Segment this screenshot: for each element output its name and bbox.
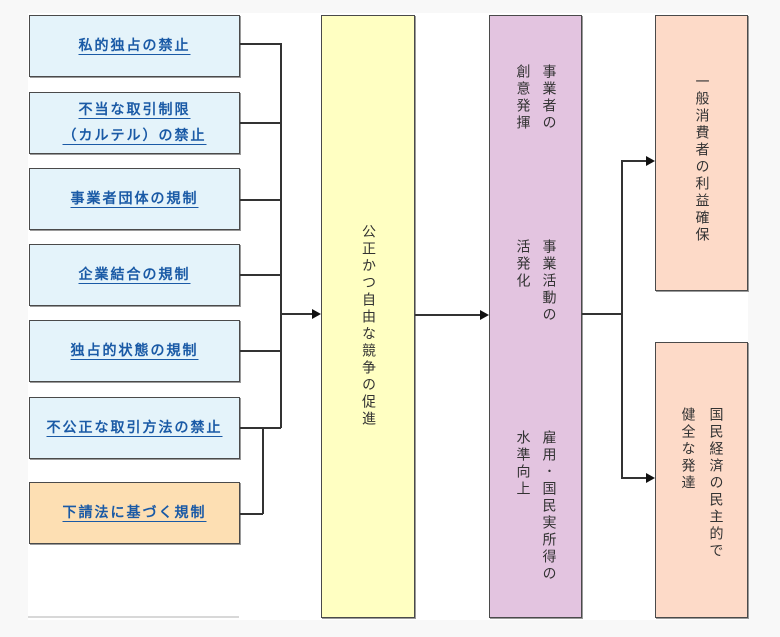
connector-box1 — [240, 43, 281, 45]
left-box-unfair-trade-practices[interactable]: 不公正な取引方法の禁止 — [29, 397, 240, 459]
link-business-combinations[interactable]: 企業結合の規制 — [78, 267, 191, 283]
link-cartel-line-1: 不当な取引制限 — [78, 102, 191, 118]
effect-line: 活発化 — [514, 239, 531, 290]
effect-group-employment: 雇用･国民実所得の 水準向上 — [490, 430, 581, 583]
connector-branch-bottom — [621, 477, 647, 479]
left-column-bottom-rule — [28, 616, 239, 618]
link-private-monopoly[interactable]: 私的独占の禁止 — [78, 38, 191, 54]
link-cartel[interactable]: 不当な取引制限 （カルテル）の禁止 — [63, 97, 207, 149]
left-box-trade-associations[interactable]: 事業者団体の規制 — [29, 168, 240, 230]
arrow-to-effects-icon — [480, 310, 489, 320]
center-box-label: 公正かつ自由な競争の促進 — [360, 224, 376, 428]
connector-bus-left — [280, 43, 282, 428]
arrow-to-economy-icon — [646, 473, 655, 483]
left-box-private-monopoly[interactable]: 私的独占の禁止 — [29, 15, 240, 77]
left-box-monopolistic-situations[interactable]: 独占的状態の規制 — [29, 320, 240, 382]
effect-line: 事業活動の — [540, 239, 557, 324]
effects-box: 事業者の 創意発揮 事業活動の 活発化 雇用･国民実所得の 水準向上 — [489, 15, 582, 618]
left-box-subcontract-act[interactable]: 下請法に基づく規制 — [29, 482, 240, 544]
effect-group-activity: 事業活動の 活発化 — [490, 239, 581, 324]
arrow-to-consumer-icon — [646, 156, 655, 166]
effect-line: 水準向上 — [514, 430, 531, 498]
connector-box5 — [240, 350, 281, 352]
link-trade-associations[interactable]: 事業者団体の規制 — [70, 191, 199, 207]
center-box-fair-competition: 公正かつ自由な競争の促進 — [321, 15, 415, 618]
connector-box2 — [240, 122, 281, 124]
outcome-line: 健全な発達 — [679, 407, 696, 492]
connector-box4 — [240, 274, 281, 276]
connector-subcontract-horizontal — [240, 513, 263, 515]
outcome-line: 一般消費者の利益確保 — [693, 74, 710, 244]
connector-box3 — [240, 199, 281, 201]
connector-center-to-effects — [415, 314, 481, 316]
connector-box6 — [240, 427, 281, 429]
outcome-box-consumer-interest: 一般消費者の利益確保 — [655, 15, 748, 291]
link-cartel-line-2: （カルテル）の禁止 — [62, 128, 207, 144]
arrow-to-center-icon — [312, 309, 321, 319]
effect-group-creativity: 事業者の 創意発揮 — [490, 64, 581, 132]
link-monopolistic-situations[interactable]: 独占的状態の規制 — [70, 343, 199, 359]
link-subcontract-act[interactable]: 下請法に基づく規制 — [62, 505, 207, 521]
connector-subcontract-vertical — [262, 427, 264, 514]
connector-effects-to-branch — [582, 313, 622, 315]
connector-branch-vertical — [621, 160, 623, 478]
effect-line: 事業者の — [540, 64, 557, 132]
left-box-cartel[interactable]: 不当な取引制限 （カルテル）の禁止 — [29, 92, 240, 154]
left-box-business-combinations[interactable]: 企業結合の規制 — [29, 244, 240, 306]
effect-line: 雇用･国民実所得の — [540, 430, 557, 583]
connector-bus-to-center — [281, 313, 313, 315]
effect-line: 創意発揮 — [514, 64, 531, 132]
outcome-box-national-economy: 国民経済の民主的で 健全な発達 — [655, 342, 748, 618]
link-unfair-trade-practices[interactable]: 不公正な取引方法の禁止 — [46, 420, 223, 436]
connector-branch-top — [621, 160, 647, 162]
outcome-line: 国民経済の民主的で — [707, 407, 724, 560]
